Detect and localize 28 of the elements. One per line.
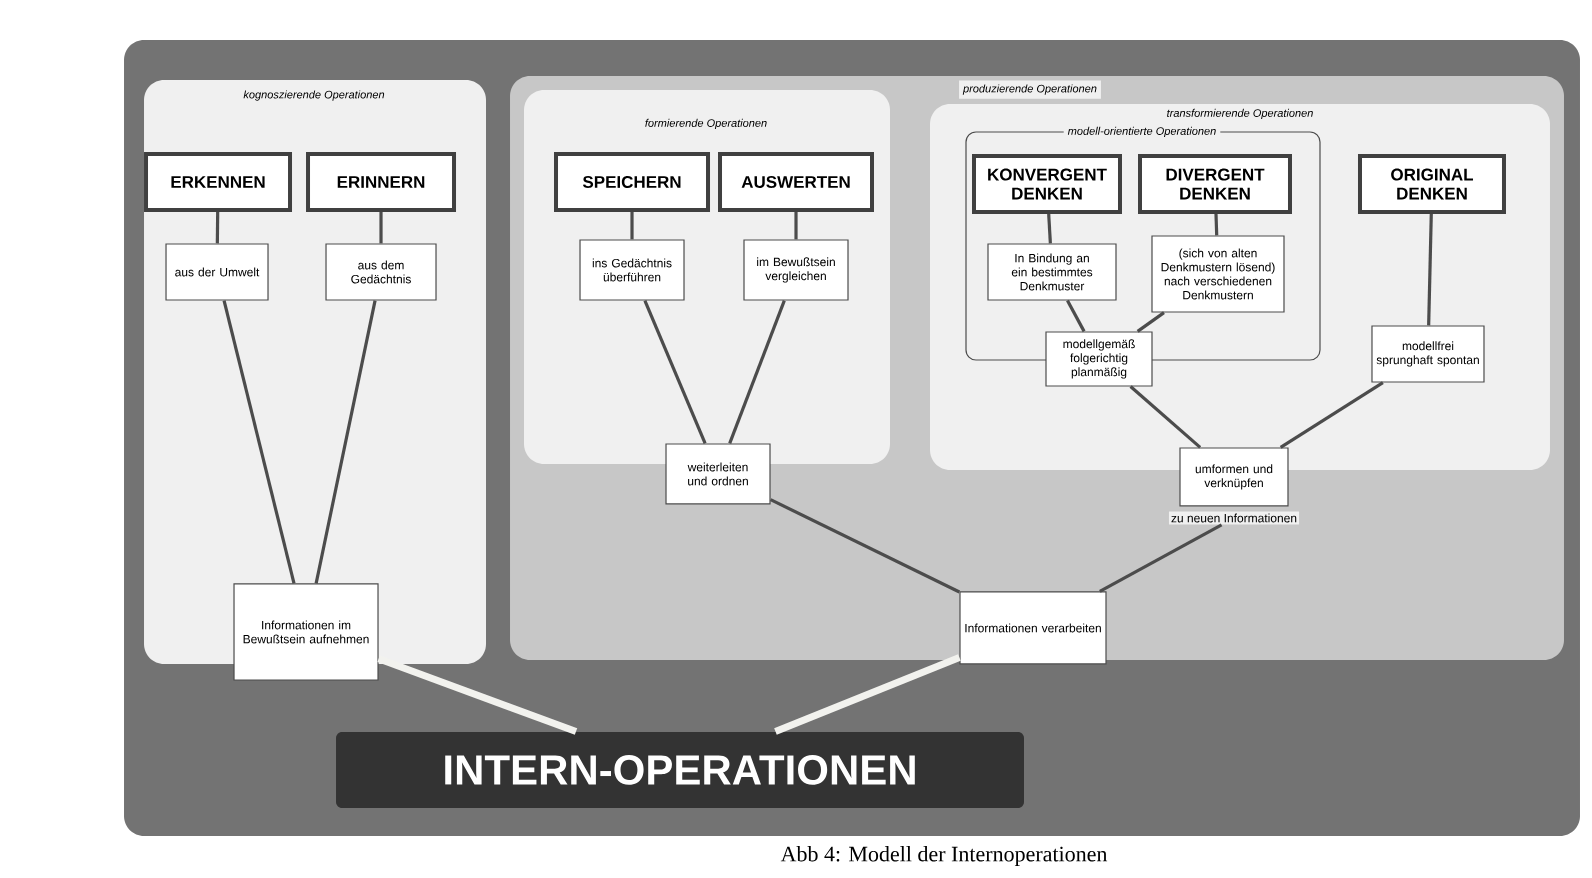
connector-line <box>1214 213 1219 236</box>
caption: Abb 4: Modell der Internoperationen <box>780 846 1108 866</box>
connector-line <box>774 654 961 735</box>
connector-line <box>1136 311 1165 333</box>
connector-line <box>630 212 634 240</box>
heading-box: DIVERGENT DENKEN <box>1138 154 1292 214</box>
heading-box: SPEICHERN <box>554 152 710 212</box>
heading-box: KONVERGENT DENKEN <box>972 154 1122 214</box>
heading-box: AUSWERTEN <box>718 152 874 212</box>
connector-line <box>1427 213 1433 326</box>
heading-box: ORIGINAL DENKEN <box>1358 154 1506 214</box>
connector-line <box>379 212 383 244</box>
title-bar: INTERN-OPERATIONEN <box>336 731 1024 808</box>
connector-line <box>377 655 578 735</box>
connector-line <box>769 498 961 594</box>
connector-line <box>222 300 296 584</box>
connector-line <box>1279 381 1384 449</box>
connector-line <box>643 299 707 444</box>
connector-line <box>1066 299 1086 333</box>
connector-line <box>794 212 798 240</box>
heading-box: ERINNERN <box>306 152 456 212</box>
connector-line <box>314 300 377 584</box>
connector-line <box>728 300 786 444</box>
heading-box: ERKENNEN <box>144 152 292 212</box>
connector-line <box>1047 213 1052 244</box>
connector-line <box>215 211 220 244</box>
connector-line <box>1129 385 1202 449</box>
connector-line <box>1099 523 1223 593</box>
